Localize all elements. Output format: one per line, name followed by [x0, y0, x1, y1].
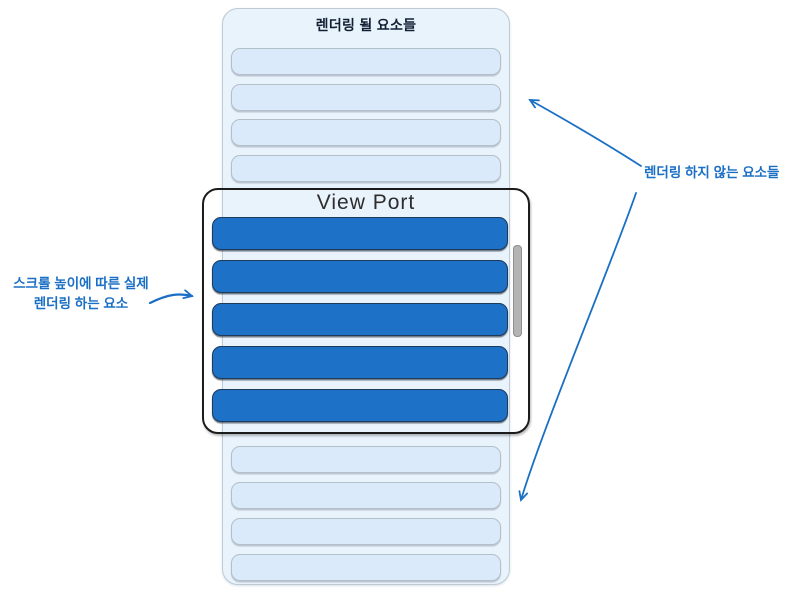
unrendered-element-row	[231, 154, 501, 182]
rendered-element-row[interactable]	[212, 217, 508, 250]
left-annotation-label: 스크롤 높이에 따른 실제 렌더링 하는 요소	[2, 274, 160, 315]
unrendered-element-row	[231, 482, 501, 509]
all-elements-container: 렌더링 될 요소들	[222, 8, 510, 585]
rendered-element-row[interactable]	[212, 260, 508, 293]
left-annotation-line2: 렌더링 하는 요소	[33, 296, 129, 312]
left-annotation-line1: 스크롤 높이에 따른 실제	[13, 276, 149, 291]
viewport-title: View Port	[316, 191, 416, 214]
unrendered-element-row	[231, 446, 501, 473]
elements-container-title: 렌더링 될 요소들	[315, 17, 417, 33]
right-annotation-label: 렌더링 하지 않는 요소들	[644, 165, 780, 180]
unrendered-element-row	[231, 83, 501, 111]
viewport-box: View Port	[202, 188, 530, 434]
scrollbar-thumb[interactable]	[513, 245, 522, 337]
rendered-element-row[interactable]	[212, 389, 508, 422]
rendered-element-row[interactable]	[212, 346, 508, 379]
arrow-right-to-top-elements	[528, 99, 642, 167]
bottom-unrendered-rows	[231, 446, 501, 581]
arrow-right-to-bottom-elements	[518, 192, 637, 502]
unrendered-element-row	[231, 518, 501, 545]
unrendered-element-row	[231, 48, 501, 75]
rendered-element-row[interactable]	[212, 303, 508, 336]
rendered-rows	[212, 217, 508, 422]
unrendered-element-row	[231, 554, 501, 581]
top-unrendered-rows	[231, 48, 501, 182]
unrendered-element-row	[231, 119, 501, 146]
